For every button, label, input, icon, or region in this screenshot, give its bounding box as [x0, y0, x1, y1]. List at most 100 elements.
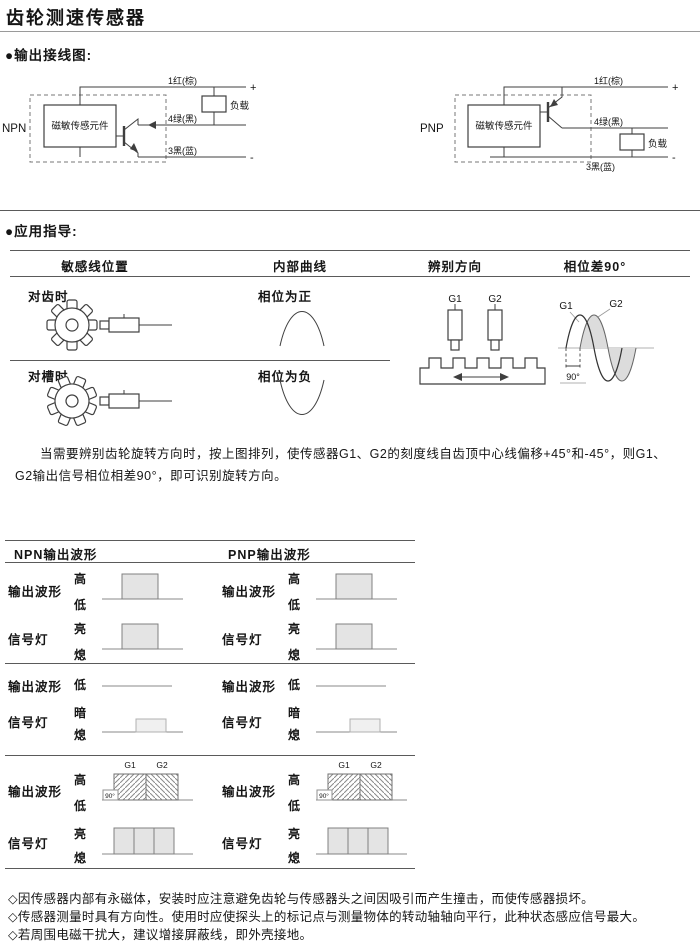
npn-red-wire-label: 1红(棕): [168, 75, 197, 86]
pnp-high-label: 高: [288, 773, 301, 787]
phase-positive-curve: [279, 311, 325, 347]
pnp-signal-label: 信号灯: [222, 716, 263, 730]
pnp-high-label: 高: [288, 572, 301, 586]
g1-label: G1: [448, 294, 462, 305]
pnp-plus-terminal: +: [672, 82, 678, 94]
g2-label: G2: [370, 760, 382, 770]
divider: [5, 755, 415, 756]
pnp-on-label: 亮: [288, 827, 301, 841]
pnp-red-wire-label: 1红(棕): [594, 75, 623, 86]
npn-load-box: [201, 95, 227, 113]
footer-note-2: ◇传感器测量时具有方向性。使用时应使探头上的标记点与测量物体的转动轴轴向平行，此…: [8, 910, 646, 924]
pnp-load-box: [619, 133, 645, 151]
pnp-red-wire: [503, 86, 668, 105]
pnp-off-label: 熄: [288, 728, 301, 742]
npn-transistor-icon: [116, 117, 139, 157]
npn-green-wire-label: 4绿(黑): [168, 113, 197, 124]
g2-sine-curve: [579, 314, 637, 382]
pnp-output-label: 输出波形: [222, 785, 277, 799]
sensor-probe-icon: [99, 314, 172, 333]
phase-negative-curve: [279, 379, 325, 415]
probe-g1-icon: [447, 304, 463, 351]
pnp-on-label: 亮: [288, 622, 301, 636]
page-title: 齿轮测速传感器: [6, 8, 146, 28]
npn-label: NPN: [2, 123, 26, 135]
row1-position-label: 对齿时: [28, 290, 69, 304]
pnp-segmented-pulse-waveform: [316, 827, 407, 855]
npn-dim-label: 暗: [74, 706, 87, 720]
g1-pulse: [327, 773, 361, 801]
g2-leader-line: [597, 308, 611, 318]
npn-output-label: 输出波形: [8, 680, 63, 694]
g1-pulse: [113, 773, 147, 801]
footer-note-3: ◇若周围电磁干扰大，建议增接屏蔽线，即外壳接地。: [8, 928, 313, 942]
pnp-waveform-title: PNP输出波形: [228, 548, 311, 562]
row2-position-label: 对槽时: [28, 370, 69, 384]
pnp-signal-pulse-waveform: [316, 623, 397, 650]
pnp-low-label: 低: [288, 678, 301, 692]
g2-pulse: [359, 773, 393, 801]
pnp-phase-output-waveform: G1 G2 90°: [316, 760, 407, 801]
pnp-signal-label: 信号灯: [222, 837, 263, 851]
npn-minus-terminal: -: [250, 152, 254, 164]
npn-output-arrow-icon: [148, 121, 156, 129]
npn-sensor-outline: [29, 94, 167, 163]
probe-g2-icon: [487, 304, 503, 351]
npn-phase-output-waveform: G1 G2 90°: [102, 760, 193, 801]
g2-label: G2: [156, 760, 168, 770]
row1-curve-label: 相位为正: [258, 290, 313, 304]
npn-sensor-element-label: 磁敏传感元件: [51, 120, 109, 132]
col-header-phase: 相位差90°: [563, 260, 627, 274]
npn-output-label: 输出波形: [8, 785, 63, 799]
npn-on-label: 亮: [74, 622, 87, 636]
npn-off-label: 熄: [74, 648, 87, 662]
npn-signal-label: 信号灯: [8, 633, 49, 647]
pnp-output-label: 输出波形: [222, 585, 277, 599]
pnp-signal-label: 信号灯: [222, 633, 263, 647]
npn-dim-pulse-waveform: [102, 718, 183, 733]
pnp-flat-low-waveform: [316, 685, 386, 687]
npn-signal-pulse-waveform: [102, 623, 183, 650]
pnp-blue-wire-label: 3黑(蓝): [586, 161, 615, 172]
g2-label: G2: [609, 299, 623, 310]
phase-difference-diagram: G1 G2 90°: [558, 299, 654, 384]
table-mid-divider: [10, 360, 390, 361]
gear-rack: [419, 357, 546, 385]
pnp-green-wire-label: 4绿(黑): [594, 116, 623, 127]
divider: [0, 210, 700, 211]
row2-curve-label: 相位为负: [258, 370, 313, 384]
npn-low-label: 低: [74, 598, 87, 612]
gear-icon: [46, 299, 98, 351]
phase-angle-label: 90°: [566, 372, 580, 382]
g1-label: G1: [559, 301, 573, 312]
wiring-section-heading: ●输出接线图:: [5, 48, 93, 63]
gear-facing-tooth-diagram: [46, 299, 172, 351]
pnp-diagram: PNP 磁敏传感元件 1红(棕) + 4绿(黑) 负载 3黑(蓝) -: [420, 75, 678, 172]
npn-flat-low-waveform: [102, 685, 172, 687]
pnp-minus-terminal: -: [672, 152, 676, 164]
pnp-sensor-element-label: 磁敏传感元件: [475, 120, 533, 132]
divider: [5, 663, 415, 664]
pnp-transistor-icon: [540, 87, 563, 129]
npn-signal-label: 信号灯: [8, 716, 49, 730]
table-header-divider: [10, 276, 690, 277]
pnp-label: PNP: [420, 123, 444, 135]
pnp-off-label: 熄: [288, 851, 301, 865]
npn-high-label: 高: [74, 572, 87, 586]
npn-blue-wire-label: 3黑(蓝): [168, 145, 197, 156]
g1-label: G1: [124, 760, 136, 770]
col-header-curve: 内部曲线: [272, 260, 327, 274]
gear-facing-slot-diagram: [47, 376, 172, 426]
divider: [5, 868, 415, 869]
pnp-dim-label: 暗: [288, 706, 301, 720]
npn-output-label: 输出波形: [8, 585, 63, 599]
col-header-direction: 辨别方向: [427, 260, 482, 274]
npn-on-label: 亮: [74, 827, 87, 841]
divider: [5, 562, 415, 563]
table-top-divider: [10, 250, 690, 251]
npn-load-label: 负载: [230, 100, 250, 112]
divider: [5, 540, 415, 541]
phase-angle-label: 90°: [105, 792, 115, 800]
npn-low-label: 低: [74, 678, 87, 692]
pnp-dim-pulse-waveform: [316, 718, 397, 733]
